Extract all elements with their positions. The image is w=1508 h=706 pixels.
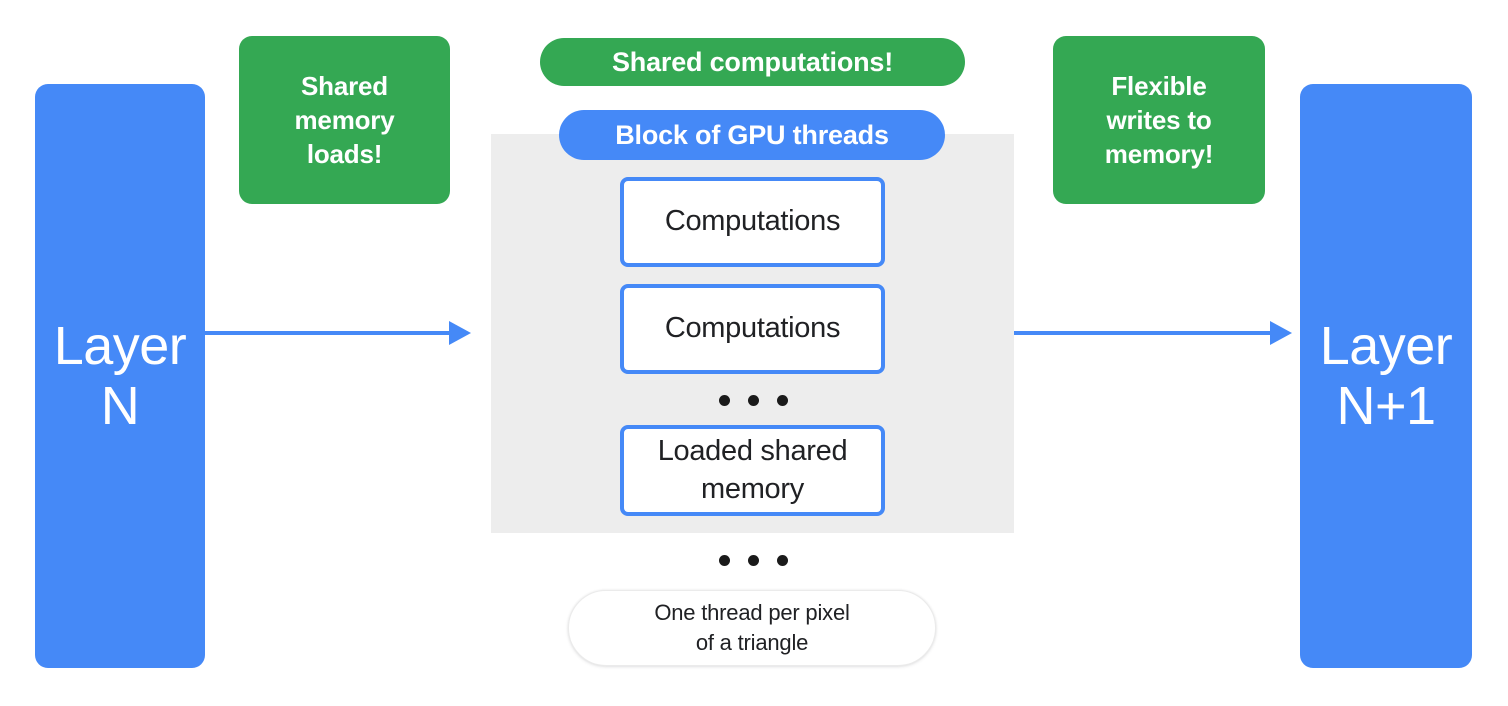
callout-right-line1: Flexible	[1111, 70, 1207, 101]
thread-box: Computations	[620, 284, 885, 374]
ellipsis-dot	[719, 395, 730, 406]
thread-box-label: Computations	[664, 205, 841, 238]
note-one-thread-per-pixel: One thread per pixel of a triangle	[568, 590, 936, 666]
ellipsis-dot	[748, 555, 759, 566]
callout-right-line3: memory!	[1104, 139, 1214, 170]
callout-left-line3: loads!	[306, 139, 383, 170]
layer-n-label: Layer N	[54, 316, 187, 437]
callout-flexible-writes-to-memory: Flexible writes to memory!	[1053, 36, 1265, 204]
ellipsis-icon-more-blocks	[719, 555, 788, 566]
ellipsis-icon-inner-threads	[719, 395, 788, 406]
layer-n-label-line2: N	[100, 376, 140, 436]
pill-shared-computations: Shared computations!	[540, 38, 965, 86]
layer-n-plus-1-label: Layer N+1	[1320, 316, 1453, 437]
callout-shared-memory-loads-text: Shared memory loads!	[295, 69, 395, 172]
pill-block-of-gpu-threads: Block of GPU threads	[559, 110, 945, 160]
arrow-layer-n-to-block	[205, 321, 471, 345]
note-line1: One thread per pixel	[654, 600, 850, 626]
thread-box: Computations	[620, 177, 885, 267]
thread-box: Loaded shared memory	[620, 425, 885, 516]
note-line2: of a triangle	[695, 630, 809, 655]
callout-shared-memory-loads: Shared memory loads!	[239, 36, 450, 204]
thread-box-label-line2: memory	[701, 472, 804, 505]
ellipsis-dot	[777, 395, 788, 406]
thread-box-label: Computations	[664, 312, 841, 345]
layer-n-plus-1-label-line2: N+1	[1336, 376, 1436, 436]
ellipsis-dot	[777, 555, 788, 566]
arrow-right-head-icon	[1270, 321, 1292, 345]
callout-flexible-writes-text: Flexible writes to memory!	[1104, 69, 1214, 172]
ellipsis-dot	[719, 555, 730, 566]
ellipsis-dot	[748, 395, 759, 406]
arrow-right-shaft	[1014, 331, 1272, 335]
callout-right-line2: writes to	[1106, 104, 1212, 135]
callout-left-line2: memory	[294, 104, 395, 135]
layer-n-label-line1: Layer	[53, 315, 187, 376]
note-text: One thread per pixel of a triangle	[654, 598, 850, 657]
thread-box-label: Loaded shared memory	[658, 433, 848, 507]
arrow-left-head-icon	[449, 321, 471, 345]
layer-n-block: Layer N	[35, 84, 205, 668]
arrow-left-shaft	[205, 331, 451, 335]
thread-box-label-line1: Loaded shared	[657, 435, 848, 468]
layer-n-plus-1-block: Layer N+1	[1300, 84, 1472, 668]
arrow-block-to-layer-n-plus-1	[1014, 321, 1292, 345]
layer-n-plus-1-label-line1: Layer	[1319, 315, 1453, 376]
callout-left-line1: Shared	[301, 70, 388, 101]
